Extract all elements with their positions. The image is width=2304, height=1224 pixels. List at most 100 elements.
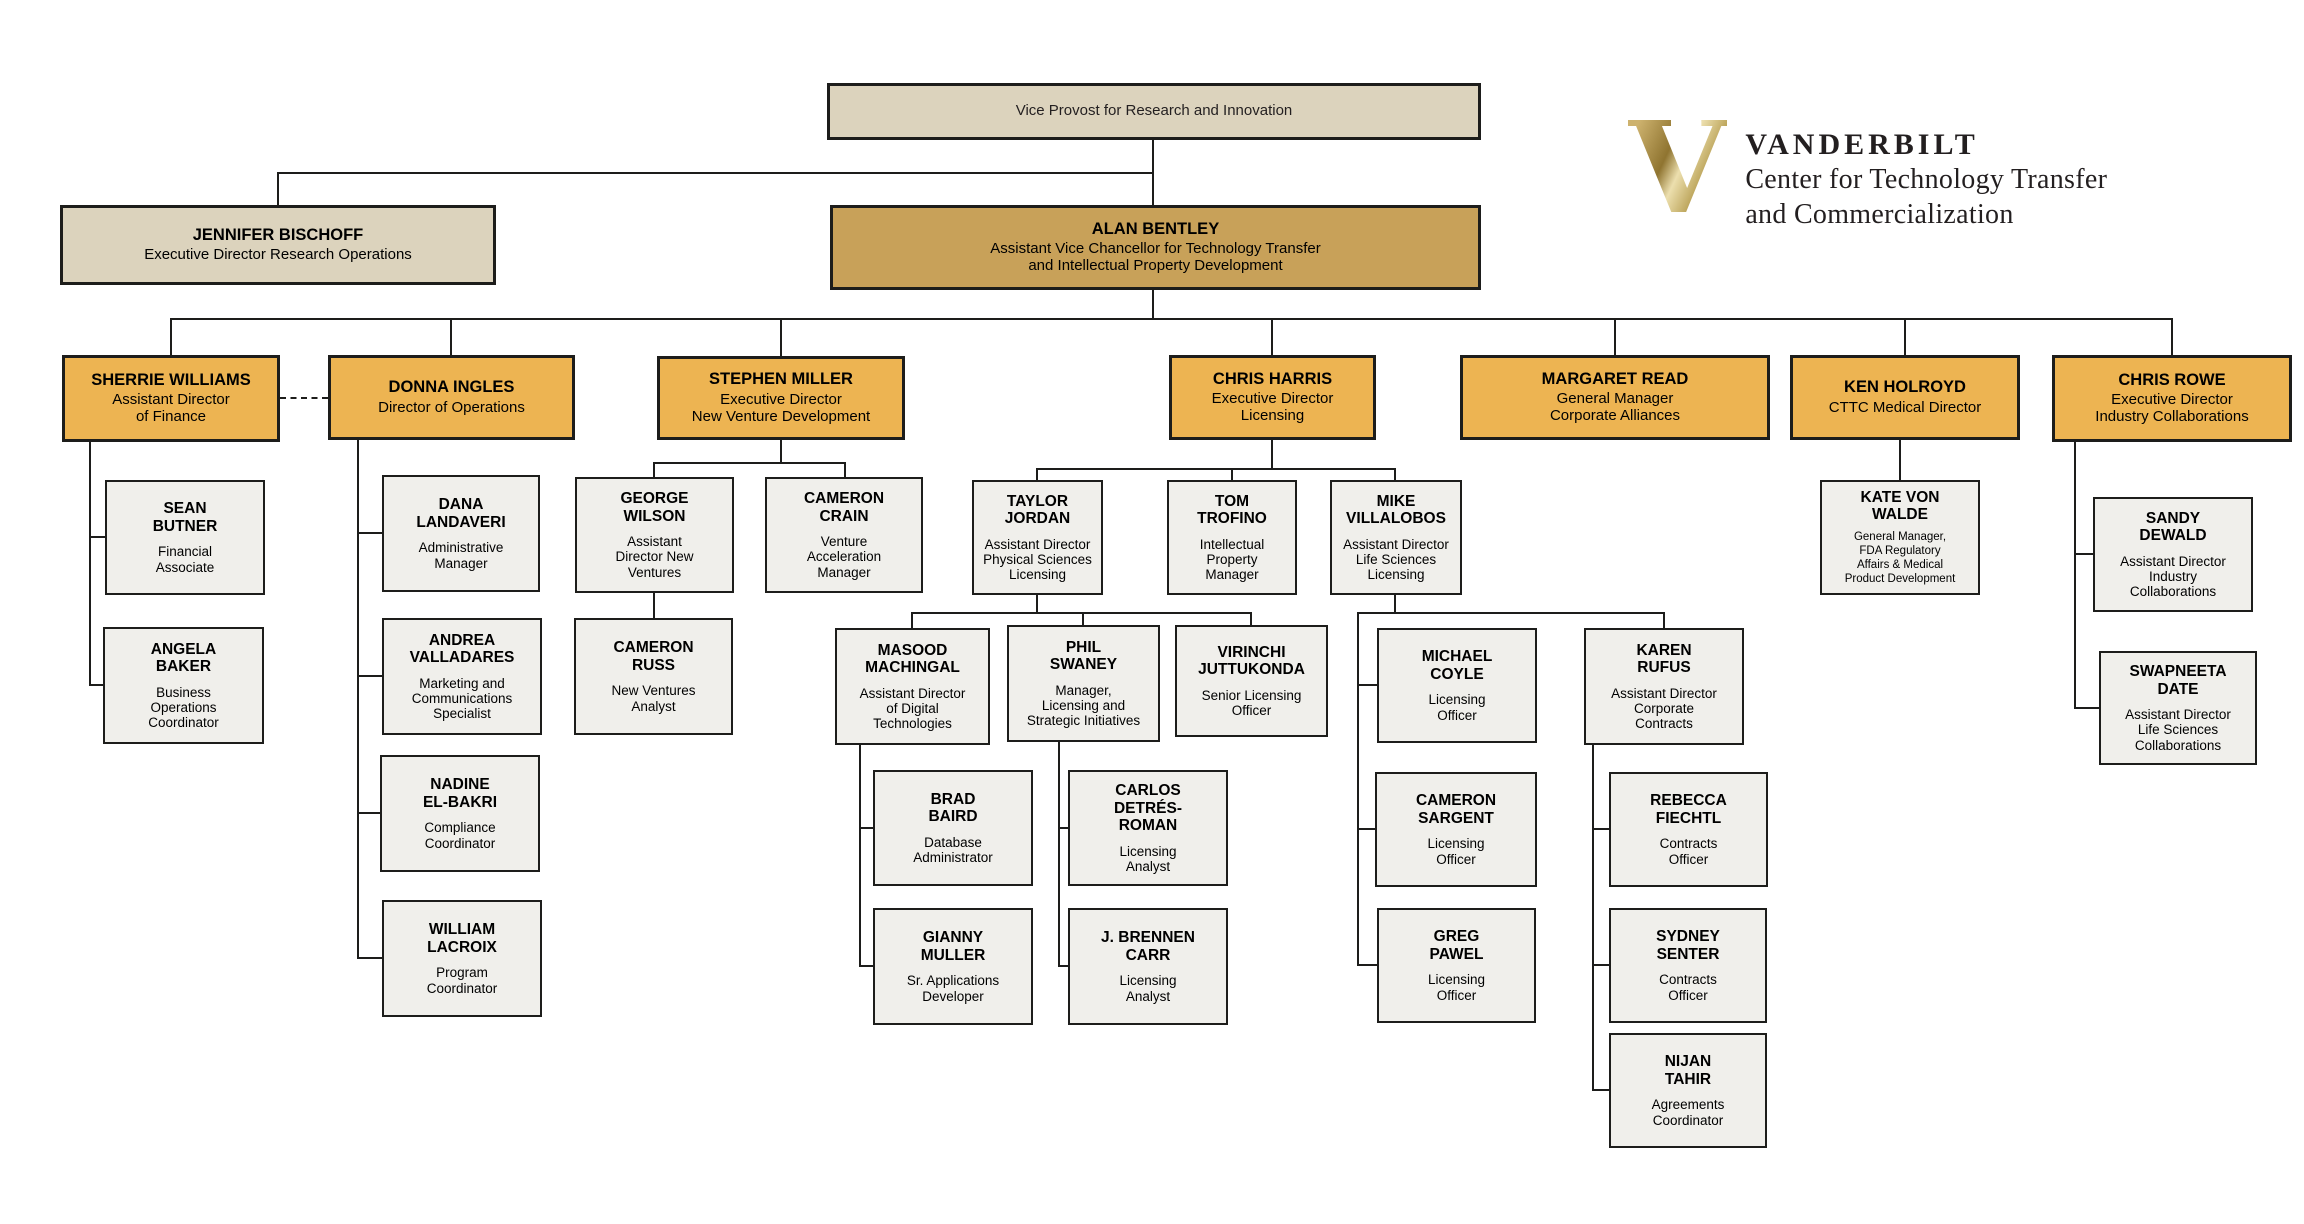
connector-line (1592, 745, 1594, 1090)
person-title: CTTC Medical Director (1828, 398, 1982, 416)
org-node-dana-landaveri: DANA LANDAVERI Administrative Manager (382, 475, 540, 592)
org-node-donna-ingles: DONNA INGLES Director of Operations (328, 355, 575, 440)
org-node-michael-coyle: MICHAEL COYLE Licensing Officer (1377, 628, 1537, 743)
org-node-karen-rufus: KAREN RUFUS Assistant Director Corporate… (1584, 628, 1744, 745)
connector-line (1357, 612, 1359, 966)
org-node-mike-villalobos: MIKE VILLALOBOS Assistant Director Life … (1330, 480, 1462, 595)
person-name: TOM TROFINO (1197, 492, 1267, 528)
org-node-angela-baker: ANGELA BAKER Business Operations Coordin… (103, 627, 264, 744)
person-name: NIJAN TAHIR (1664, 1053, 1712, 1088)
connector-line (1394, 468, 1396, 480)
connector-line (780, 440, 782, 462)
connector-line (2074, 553, 2093, 555)
person-title: Assistant Director of Finance (112, 391, 230, 426)
connector-line (1592, 1089, 1609, 1091)
person-title: General Manager Corporate Alliances (1549, 390, 1681, 425)
connector-line (1036, 468, 1038, 480)
person-name: REBECCA FIECHTL (1650, 792, 1727, 827)
org-node-sean-butner: SEAN BUTNER Financial Associate (105, 480, 265, 595)
connector-line (1231, 468, 1233, 480)
org-node-gianny-muller: GIANNY MULLER Sr. Applications Developer (873, 908, 1033, 1025)
connector-line (1357, 684, 1377, 686)
person-title: Contracts Officer (1659, 836, 1718, 867)
org-node-chris-rowe: CHRIS ROWE Executive Director Industry C… (2052, 355, 2292, 442)
person-name: ANGELA BAKER (150, 640, 217, 676)
person-title: Licensing Analyst (1119, 973, 1177, 1004)
org-node-andrea-valladares: ANDREA VALLADARES Marketing and Communic… (382, 618, 542, 735)
person-name: GIANNY MULLER (920, 929, 986, 964)
connector-line (859, 745, 861, 966)
org-node-alan-bentley: ALAN BENTLEY Assistant Vice Chancellor f… (830, 205, 1481, 290)
person-title: Assistant Director Physical Sciences Lic… (983, 536, 1092, 583)
org-node-swapneeta-date: SWAPNEETA DATE Assistant Director Life S… (2099, 651, 2257, 765)
vanderbilt-v-icon: V (1628, 93, 1728, 243)
connector-line (1592, 964, 1609, 966)
org-node-stephen-miller: STEPHEN MILLER Executive Director New Ve… (657, 356, 905, 440)
person-title: Marketing and Communications Specialist (411, 675, 513, 722)
person-title: Licensing Officer (1427, 836, 1485, 867)
org-node-sandy-dewald: SANDY DEWALD Assistant Director Industry… (2093, 497, 2253, 612)
person-name: CHRIS HARRIS (1212, 369, 1333, 388)
connector-line (357, 440, 359, 958)
person-name: SYDNEY SENTER (1656, 928, 1720, 963)
person-name: MASOOD MACHINGAL (865, 641, 960, 677)
connector-line (1036, 468, 1396, 470)
org-node-nijan-tahir: NIJAN TAHIR Agreements Coordinator (1609, 1033, 1767, 1148)
person-name: CARLOS DETRÉS- ROMAN (1113, 782, 1183, 834)
person-name: ANDREA VALLADARES (409, 631, 515, 667)
logo-subtitle-line1: Center for Technology Transfer (1745, 164, 2108, 195)
person-title: Executive Director Industry Collaboratio… (2095, 391, 2249, 426)
org-node-margaret-read: MARGARET READ General Manager Corporate … (1460, 355, 1770, 440)
person-name: MIKE VILLALOBOS (1346, 492, 1446, 528)
connector-line (2171, 318, 2173, 355)
person-title: Senior Licensing Officer (1201, 687, 1302, 718)
org-node-nadine-el-bakri: NADINE EL-BAKRI Compliance Coordinator (380, 755, 540, 872)
person-title: Director of Operations (378, 398, 525, 416)
connector-line (277, 172, 279, 205)
person-name: VIRINCHI JUTTUKONDA (1198, 643, 1305, 679)
org-node-vice-provost: Vice Provost for Research and Innovation (827, 83, 1481, 140)
person-name: GEORGE WILSON (620, 490, 689, 525)
person-name: CAMERON RUSS (613, 639, 694, 674)
person-name: JENNIFER BISCHOFF (192, 225, 364, 244)
person-title: Venture Acceleration Manager (806, 534, 882, 580)
connector-line (1152, 290, 1154, 318)
connector-line (277, 172, 1154, 174)
person-name: SANDY DEWALD (2139, 509, 2207, 545)
connector-line (2074, 707, 2099, 709)
person-title: General Manager, FDA Regulatory Affairs … (1844, 530, 1956, 586)
person-title: Executive Director Licensing (1211, 390, 1334, 425)
org-node-cameron-sargent: CAMERON SARGENT Licensing Officer (1375, 772, 1537, 887)
connector-line (1614, 318, 1616, 355)
person-title: Compliance Coordinator (424, 820, 496, 851)
connector-line (357, 532, 382, 534)
connector-line (1271, 318, 1273, 355)
connector-line (1250, 612, 1252, 625)
connector-line (89, 442, 91, 686)
connector-line (653, 462, 655, 477)
org-node-sherrie-williams: SHERRIE WILLIAMS Assistant Director of F… (62, 355, 280, 442)
person-title: Business Operations Coordinator (148, 684, 219, 731)
person-title: Program Coordinator (426, 965, 498, 996)
person-name: ALAN BENTLEY (1091, 219, 1220, 238)
connector-line (911, 612, 913, 628)
person-name: CAMERON CRAIN (803, 490, 885, 525)
person-title: Contracts Officer (1659, 972, 1717, 1003)
connector-line (911, 612, 1251, 614)
connector-line (357, 957, 382, 959)
logo-subtitle-line2: and Commercialization (1745, 198, 2014, 230)
person-name: KATE VON WALDE (1860, 488, 1940, 524)
person-title: Assistant Director Life Sciences Licensi… (1343, 536, 1449, 583)
connector-line (1592, 828, 1609, 830)
org-node-j-brennen-carr: J. BRENNEN CARR Licensing Analyst (1068, 908, 1228, 1025)
org-node-kate-von-walde: KATE VON WALDE General Manager, FDA Regu… (1820, 480, 1980, 595)
person-name: KEN HOLROYD (1844, 378, 1966, 397)
connector-line (1357, 828, 1375, 830)
person-title: Intellectual Property Manager (1199, 536, 1265, 583)
person-name: SHERRIE WILLIAMS (91, 370, 251, 389)
connector-line (780, 318, 782, 356)
person-title: Manager, Licensing and Strategic Initiat… (1026, 682, 1141, 729)
connector-line (1082, 612, 1084, 625)
person-name: PHIL SWANEY (1049, 638, 1118, 674)
